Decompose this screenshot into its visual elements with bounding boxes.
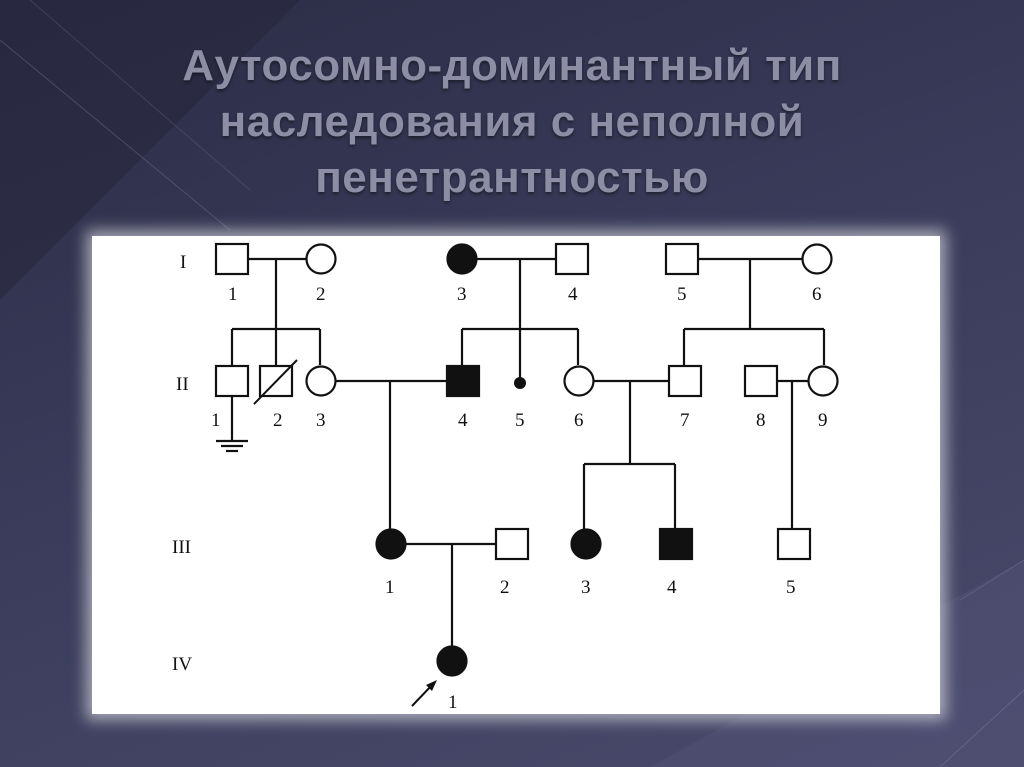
individual-ii7 bbox=[667, 364, 703, 398]
pedigree-lines bbox=[216, 257, 826, 646]
individual-iv1 bbox=[436, 645, 468, 677]
individual-label-ii2: 2 bbox=[273, 410, 283, 431]
individual-label-ii6: 6 bbox=[574, 410, 584, 431]
individual-ii5 bbox=[514, 377, 526, 389]
individual-iii4 bbox=[658, 527, 694, 561]
title-line-3: пенетрантностью bbox=[315, 153, 709, 202]
individual-label-iii5: 5 bbox=[786, 577, 796, 598]
individual-ii8 bbox=[743, 364, 779, 398]
generation-label-i: I bbox=[180, 252, 186, 273]
individual-ii2 bbox=[253, 359, 298, 405]
individual-i1 bbox=[214, 242, 250, 276]
individual-label-iii4: 4 bbox=[667, 577, 677, 598]
individual-i6 bbox=[801, 243, 833, 275]
pedigree-panel: I II III IV 1 2 3 4 5 6 1 2 3 4 5 6 bbox=[92, 236, 940, 714]
individual-label-ii5: 5 bbox=[515, 410, 525, 431]
individual-ii4 bbox=[445, 364, 481, 398]
individual-i3 bbox=[446, 243, 478, 275]
individual-label-ii9: 9 bbox=[818, 410, 828, 431]
individual-label-ii8: 8 bbox=[756, 410, 766, 431]
individual-label-i2: 2 bbox=[316, 284, 326, 305]
generation-label-iv: IV bbox=[172, 654, 192, 675]
individual-label-i1: 1 bbox=[228, 284, 238, 305]
pedigree-diagram: I II III IV 1 2 3 4 5 6 1 2 3 4 5 6 bbox=[172, 242, 839, 713]
individual-label-ii4: 4 bbox=[458, 410, 468, 431]
title-line-2: наследования с неполной bbox=[219, 97, 805, 146]
individual-label-iii3: 3 bbox=[581, 577, 591, 598]
individual-label-i3: 3 bbox=[457, 284, 467, 305]
generation-label-iii: III bbox=[172, 537, 191, 558]
individual-label-i5: 5 bbox=[677, 284, 687, 305]
individual-label-i6: 6 bbox=[812, 284, 822, 305]
slide-title: Аутосомно-доминантный тип наследования с… bbox=[0, 38, 1024, 206]
individual-label-iii2: 2 bbox=[500, 577, 510, 598]
individual-iii3 bbox=[570, 528, 602, 560]
proband-arrow-icon bbox=[411, 680, 437, 707]
title-line-1: Аутосомно-доминантный тип bbox=[182, 41, 842, 90]
individual-ii1 bbox=[214, 364, 250, 398]
individual-ii3 bbox=[305, 365, 337, 397]
individual-i2 bbox=[305, 243, 337, 275]
individual-label-ii3: 3 bbox=[316, 410, 326, 431]
individual-ii9 bbox=[807, 365, 839, 397]
individual-label-ii7: 7 bbox=[680, 410, 690, 431]
individual-iii1 bbox=[375, 528, 407, 560]
individual-label-iii1: 1 bbox=[385, 577, 395, 598]
individual-label-ii1: 1 bbox=[211, 410, 221, 431]
individual-iii2 bbox=[494, 527, 530, 561]
individual-i4 bbox=[554, 242, 590, 276]
individual-ii6 bbox=[563, 365, 595, 397]
individual-label-iv1: 1 bbox=[448, 692, 458, 713]
generation-label-ii: II bbox=[176, 374, 189, 395]
individual-iii5 bbox=[776, 527, 812, 561]
individual-i5 bbox=[664, 242, 700, 276]
individual-label-i4: 4 bbox=[568, 284, 578, 305]
